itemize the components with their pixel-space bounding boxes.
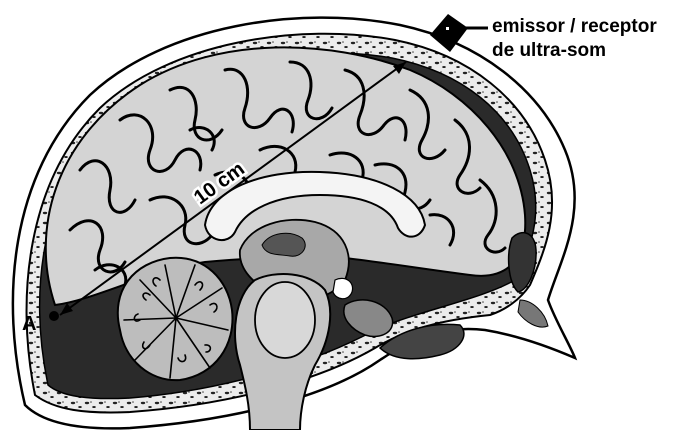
pons: [255, 282, 315, 358]
point-a-marker: [49, 311, 59, 321]
point-a-label: A: [22, 313, 36, 335]
probe-label-line-2: de ultra-som: [492, 40, 606, 62]
probe-label-line-1: emissor / receptor: [492, 16, 657, 38]
optic-chiasm: [333, 278, 353, 298]
